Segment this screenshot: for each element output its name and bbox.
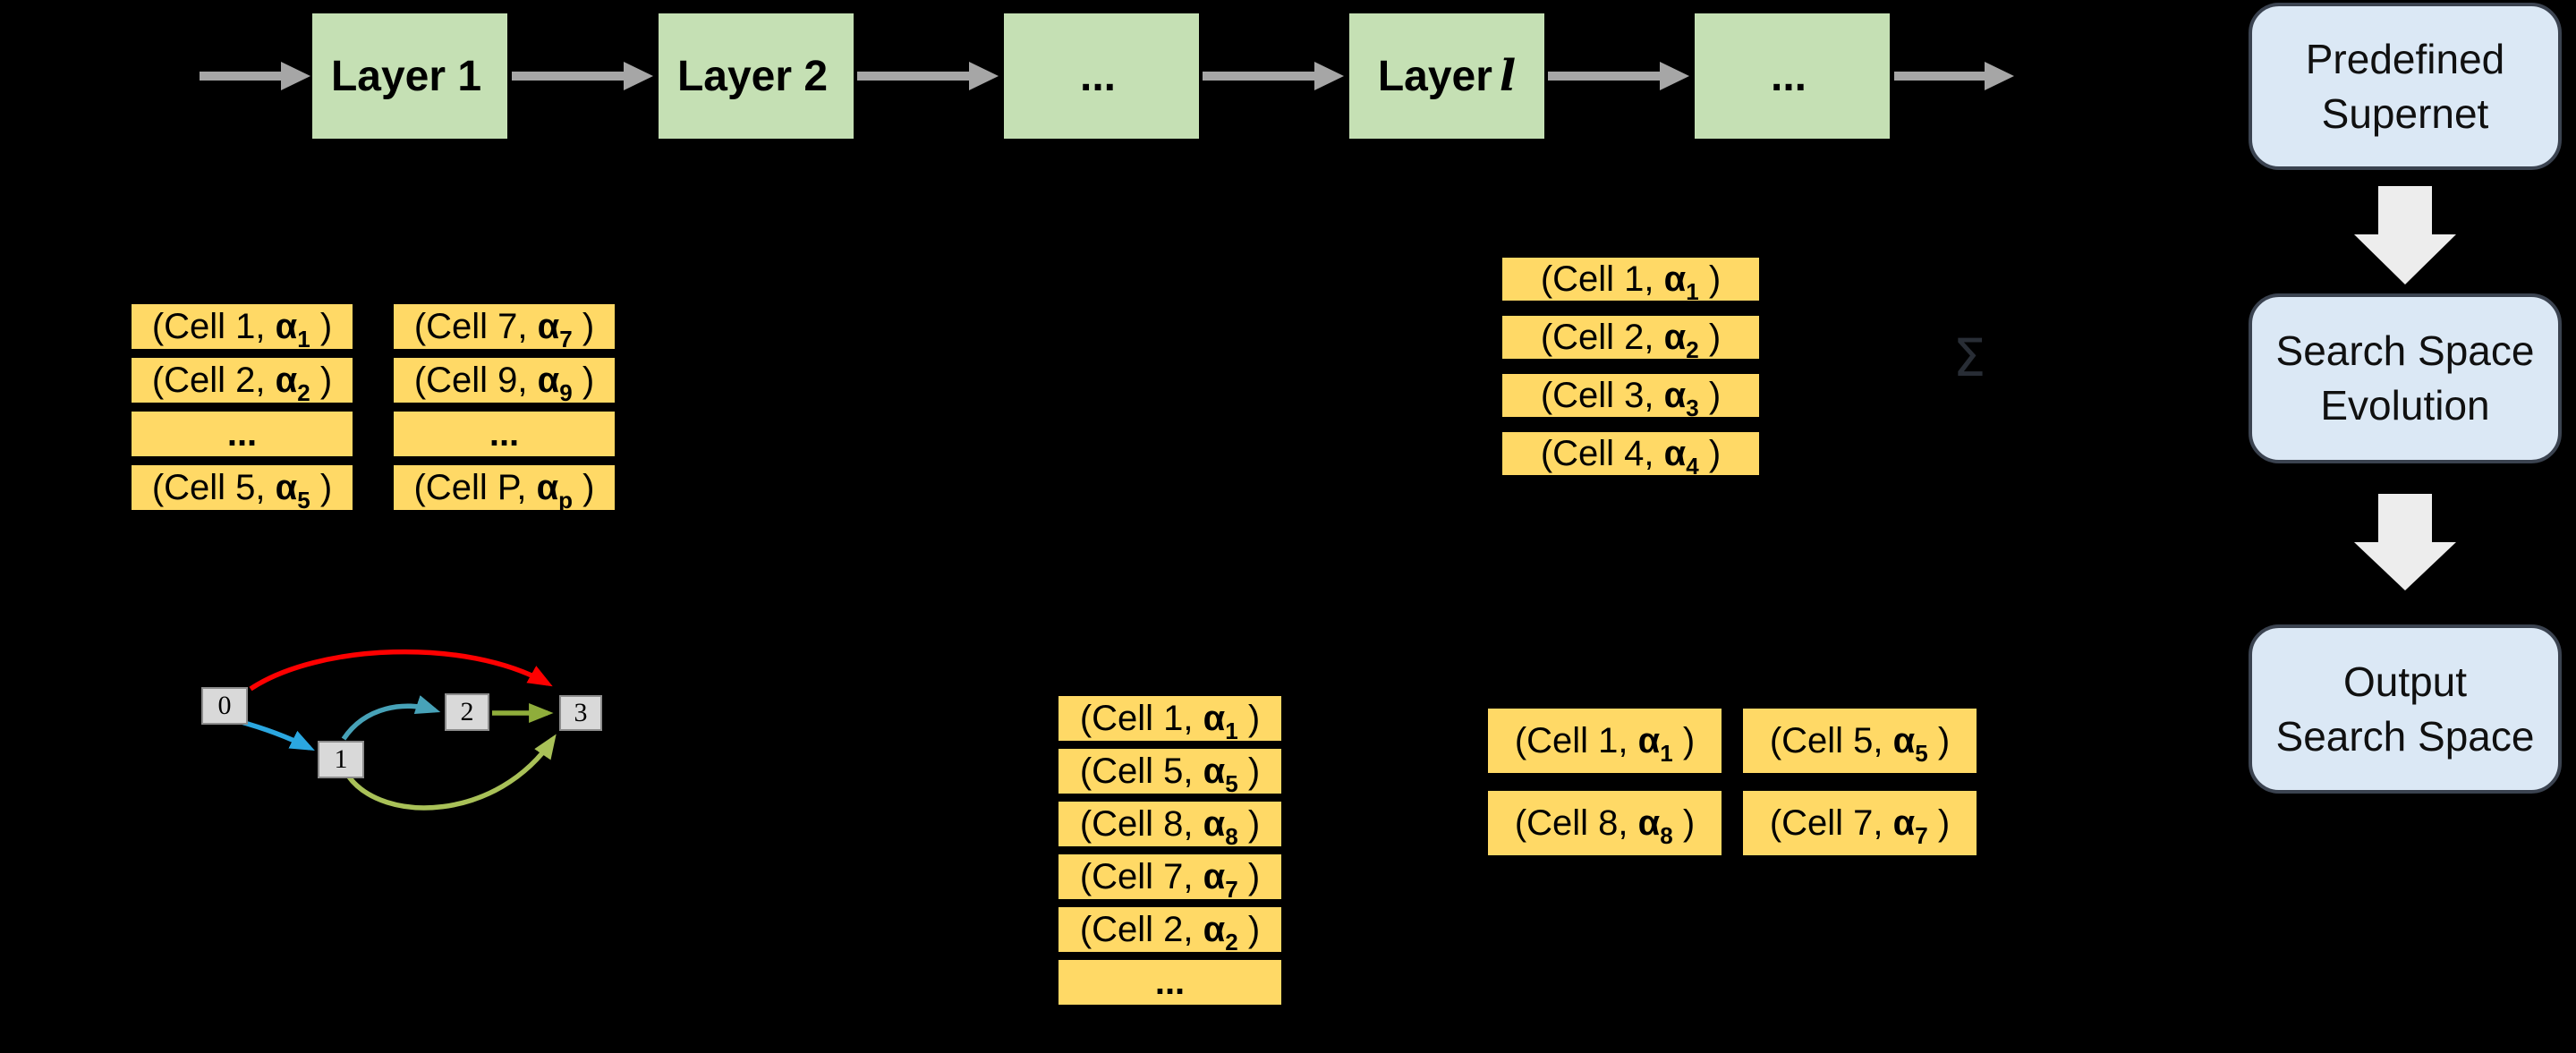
cell-row: (Cell 7, α7 ) xyxy=(394,304,615,351)
pipeline-line: Search Space xyxy=(2275,712,2535,760)
cell-row: (Cell 2, α2 ) xyxy=(1502,316,1759,361)
dag-node-label: 2 xyxy=(460,697,474,726)
block-arrow-down-1 xyxy=(2354,186,2456,284)
dag-node-3: 3 xyxy=(559,695,602,731)
cell-row: (Cell 5, α5 ) xyxy=(132,465,353,512)
dag-node-1: 1 xyxy=(318,741,364,778)
flow-arrow-4 xyxy=(1548,72,1660,81)
cell-row: (Cell 7, α7 ) xyxy=(1743,791,1977,855)
cell-row: (Cell 7, α7 ) xyxy=(1058,854,1281,901)
cell-row: (Cell 2, α2 ) xyxy=(1058,907,1281,954)
cell-pool-output-col-1: (Cell 1, α1 ) (Cell 8, α8 ) xyxy=(1488,709,1722,855)
cell-row: ... xyxy=(132,412,353,456)
cell-row: (Cell 3, α3 ) xyxy=(1502,374,1759,420)
pipeline-line: Predefined xyxy=(2305,35,2505,82)
layer-label: ... xyxy=(1079,52,1116,100)
cell-row: (Cell 9, α9 ) xyxy=(394,358,615,404)
pipeline-box-output-search-space: Output Search Space xyxy=(2249,624,2562,794)
cell-row: (Cell 5, α5 ) xyxy=(1058,749,1281,795)
cell-row: (Cell 4, α4 ) xyxy=(1502,432,1759,478)
flow-arrow-output xyxy=(1894,72,1985,81)
cell-row: ... xyxy=(1058,960,1281,1005)
pipeline-line: Output xyxy=(2342,658,2468,705)
layer-label: Layer xyxy=(1377,52,1492,100)
layer-math: l xyxy=(1499,51,1517,101)
pipeline-box-search-space-evolution: Search Space Evolution xyxy=(2249,293,2562,463)
cell-pool-evolved: (Cell 1, α1 ) (Cell 5, α5 ) (Cell 8, α8 ) (… xyxy=(1058,696,1281,1005)
cell-row: ... xyxy=(394,412,615,456)
dag-node-0: 0 xyxy=(201,687,248,725)
dag-edge-1-2 xyxy=(341,695,441,741)
cell-pool-layer-l: (Cell 1, α1 ) (Cell 2, α2 ) (Cell 3, α3 ) (… xyxy=(1502,258,1759,478)
cell-row: (Cell 5, α5 ) xyxy=(1743,709,1977,773)
flow-arrow-3 xyxy=(1203,72,1314,81)
flow-arrow-1 xyxy=(512,72,624,81)
layer-label: Layer 1 xyxy=(330,52,482,100)
cell-row: (Cell 8, α8 ) xyxy=(1488,791,1722,855)
dag-node-label: 1 xyxy=(334,744,348,774)
cell-row: (Cell 1, α1 ) xyxy=(132,304,353,351)
pipeline-line: Evolution xyxy=(2320,382,2490,429)
dag-node-label: 3 xyxy=(574,698,588,727)
layer-label: Layer 2 xyxy=(676,52,829,100)
sigma-symbol: Σ xyxy=(1952,327,1986,388)
dag-edge-0-3 xyxy=(249,649,553,692)
flow-arrow-input xyxy=(200,72,281,81)
flow-arrow-2 xyxy=(857,72,969,81)
dag-edge-0-1 xyxy=(237,718,315,751)
pipeline-line: Search Space xyxy=(2275,327,2535,375)
layer-box-2: Layer 2 xyxy=(659,13,854,139)
layer-box-ellipsis-2: ... xyxy=(1695,13,1890,139)
layer-label: ... xyxy=(1770,52,1807,100)
cell-pool-left-a: (Cell 1, α1 ) (Cell 2, α2 )... (Cell 5, α5… xyxy=(132,304,353,512)
cell-row: (Cell 1, α1 ) xyxy=(1502,258,1759,303)
cell-pool-left-b: (Cell 7, α7 ) (Cell 9, α9 )... (Cell P, αp… xyxy=(394,304,615,512)
dag-edge-1-3 xyxy=(345,734,557,811)
layer-box-1: Layer 1 xyxy=(312,13,507,139)
dag-node-label: 0 xyxy=(217,691,232,720)
cell-row: (Cell 1, α1 ) xyxy=(1058,696,1281,743)
pipeline-line: Supernet xyxy=(2321,89,2489,137)
cell-row: (Cell 8, α8 ) xyxy=(1058,802,1281,848)
pipeline-box-predefined-supernet: Predefined Supernet xyxy=(2249,3,2562,170)
block-arrow-down-2 xyxy=(2354,494,2456,590)
cell-row: (Cell P, αp ) xyxy=(394,465,615,512)
cell-row: (Cell 1, α1 ) xyxy=(1488,709,1722,773)
dag-node-2: 2 xyxy=(445,693,489,731)
layer-box-ellipsis-1: ... xyxy=(1004,13,1199,139)
cell-pool-output-col-2: (Cell 5, α5 ) (Cell 7, α7 ) xyxy=(1743,709,1977,855)
cell-row: (Cell 2, α2 ) xyxy=(132,358,353,404)
